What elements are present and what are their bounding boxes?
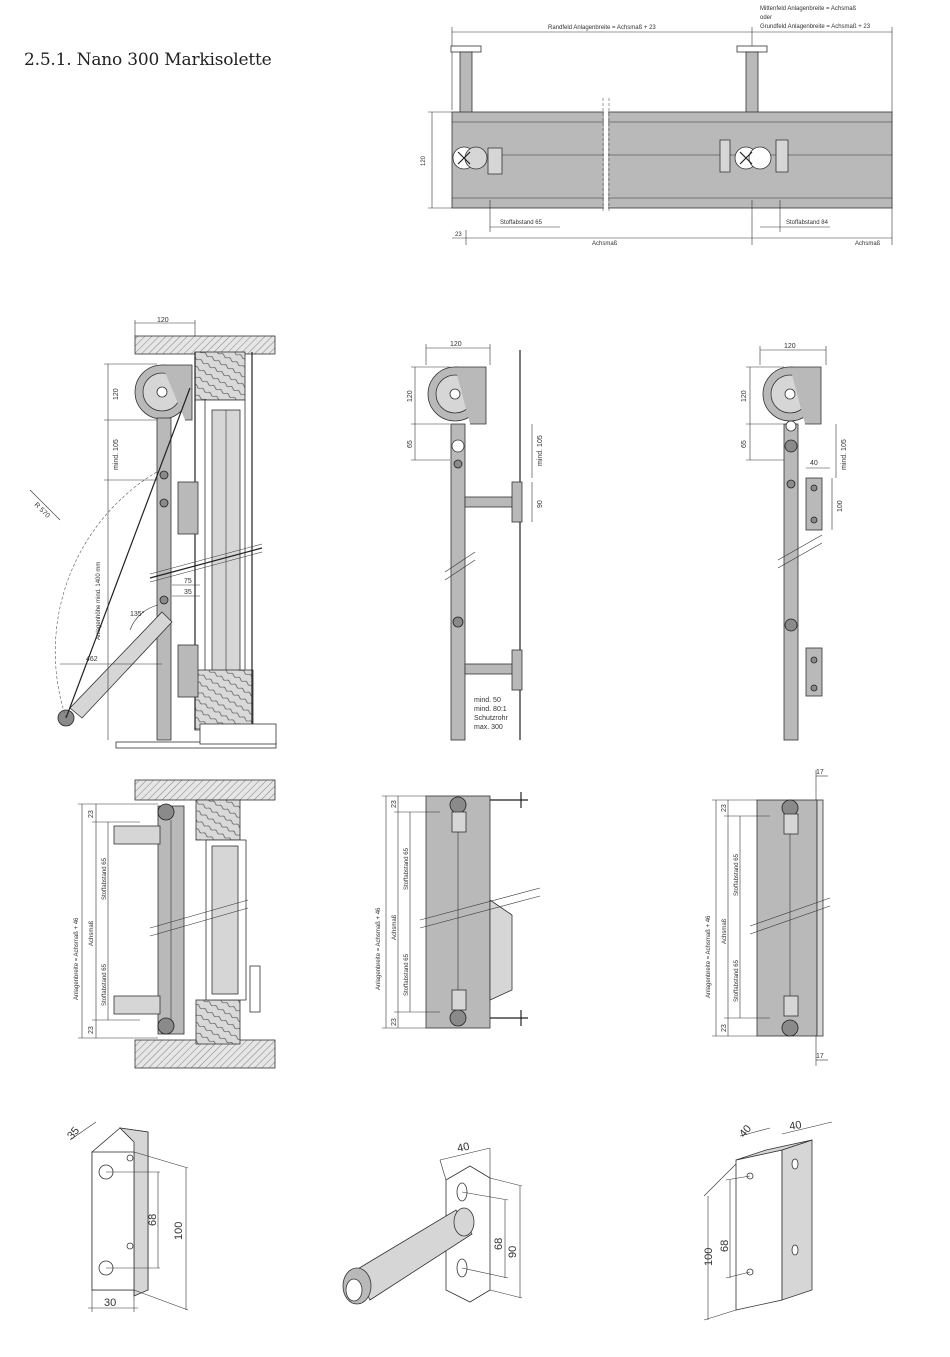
dim-achsmass-c: Achsmaß <box>392 914 398 940</box>
dim-40b-br: 40 <box>788 1119 802 1133</box>
dim-stoff2-c: Stoffabstand 65 <box>404 953 410 996</box>
dim-40-r: 40 <box>810 460 818 467</box>
dim-23-bottom-r: 23 <box>721 1024 728 1032</box>
dim-90-bc: 90 <box>507 1246 519 1258</box>
dim-23-top-l: 23 <box>88 810 95 818</box>
top-view: Randfeld Anlagenbreite = Achsmaß + 23 Mi… <box>421 6 893 247</box>
dim-65-c: 65 <box>407 440 414 448</box>
bracket-right: 40 40 100 68 <box>703 1119 833 1321</box>
dim-100-bl: 100 <box>173 1222 185 1240</box>
dim-17-top-r: 17 <box>816 769 824 776</box>
side-view-right: 120 120 65 mind. 105 40 100 <box>741 343 848 741</box>
dim-stoff1-r: Stoffabstand 65 <box>734 853 740 896</box>
side-view-center: 120 120 65 mind. 105 90 mind. 50 mind. 8… <box>407 341 544 741</box>
dim-mittenfeld: Mittenfeld Anlagenbreite = Achsmaß <box>760 6 857 12</box>
dim-23-top-c: 23 <box>391 800 398 808</box>
dim-68-bl: 68 <box>147 1214 159 1226</box>
dim-120-top-c: 120 <box>450 341 462 348</box>
dim-23-bottom-c: 23 <box>391 1018 398 1026</box>
note-mind50: mind. 50 <box>474 697 501 704</box>
dim-mind105: mind. 105 <box>113 439 120 470</box>
dim-oder: oder <box>760 15 772 21</box>
dim-35: 35 <box>184 589 192 596</box>
bracket-left: 68 100 30 35 <box>65 1121 189 1312</box>
dim-radius-570: R 570 <box>33 501 51 519</box>
dim-grundfeld: Grundfeld Anlagenbreite = Achsmaß + 23 <box>760 24 871 30</box>
dim-achsmass-l: Achsmaß <box>89 920 95 946</box>
dim-angle-135: 135° <box>130 610 145 618</box>
note-max300: max. 300 <box>474 724 503 731</box>
dim-23-bottom-l: 23 <box>88 1026 95 1034</box>
dim-35-bl: 35 <box>65 1125 82 1142</box>
dim-achsmass-r: Achsmaß <box>722 918 728 944</box>
dim-65-r: 65 <box>741 440 748 448</box>
dim-height-120: 120 <box>421 155 427 166</box>
dim-stoffabstand-84: Stoffabstand 84 <box>786 220 829 226</box>
dim-120-side-c: 120 <box>407 390 414 402</box>
dim-462: 462 <box>86 656 98 663</box>
dim-100-br: 100 <box>703 1248 715 1266</box>
note-schutzrohr: Schutzrohr <box>474 715 509 722</box>
plan-view-right: 17 17 Anlagenbreite = Achsmaß + 46 23 23… <box>706 769 831 1066</box>
side-view-left: 120 R 570 <box>29 317 277 749</box>
dim-40a-br: 40 <box>737 1123 754 1140</box>
page-title: 2.5.1. Nano 300 Markisolette <box>24 50 272 70</box>
dim-120-top: 120 <box>157 317 169 324</box>
dim-120-side-r: 120 <box>741 390 748 402</box>
plan-view-center: Anlagenbreite = Achsmaß + 46 23 23 Achsm… <box>376 792 541 1029</box>
bracket-center: 40 68 90 <box>342 1141 523 1305</box>
dim-90-c: 90 <box>537 500 544 508</box>
dim-randfeld: Randfeld Anlagenbreite = Achsmaß + 23 <box>548 25 656 31</box>
dim-anlagenhoehe: Anlagenhöhe mind. 1400 mm <box>96 562 102 640</box>
dim-total-r: Anlagenbreite = Achsmaß + 46 <box>706 915 712 998</box>
dim-68-br: 68 <box>719 1240 731 1252</box>
dim-30-bl: 30 <box>104 1297 116 1309</box>
dim-stoff2-l: Stoffabstand 65 <box>102 963 108 1006</box>
dim-120-top-r: 120 <box>784 343 796 350</box>
dim-mind105-c: mind. 105 <box>537 435 544 466</box>
dim-mind105-r: mind. 105 <box>841 439 848 470</box>
dim-40-bc: 40 <box>456 1141 470 1155</box>
plan-view-left: Anlagenbreite = Achsmaß + 46 23 23 Achsm… <box>74 779 276 1069</box>
dim-stoff1-l: Stoffabstand 65 <box>102 857 108 900</box>
dim-23: 23 <box>455 232 462 238</box>
dim-achsmass-2: Achsmaß <box>855 241 881 247</box>
dim-17-bottom-r: 17 <box>816 1053 824 1060</box>
dim-total-c: Anlagenbreite = Achsmaß + 46 <box>376 907 382 990</box>
dim-stoff1-c: Stoffabstand 65 <box>404 847 410 890</box>
dim-total-l: Anlagenbreite = Achsmaß + 46 <box>74 917 80 1000</box>
note-mind80: mind. 80:1 <box>474 706 507 713</box>
dim-75: 75 <box>184 578 192 585</box>
dim-stoff2-r: Stoffabstand 65 <box>734 959 740 1002</box>
dim-23-top-r: 23 <box>721 804 728 812</box>
dim-120-side: 120 <box>113 388 120 400</box>
dim-stoffabstand-65: Stoffabstand 65 <box>500 220 543 226</box>
dim-achsmass-1: Achsmaß <box>592 241 618 247</box>
dim-68-bc: 68 <box>493 1238 505 1250</box>
dim-100-r: 100 <box>837 500 844 512</box>
